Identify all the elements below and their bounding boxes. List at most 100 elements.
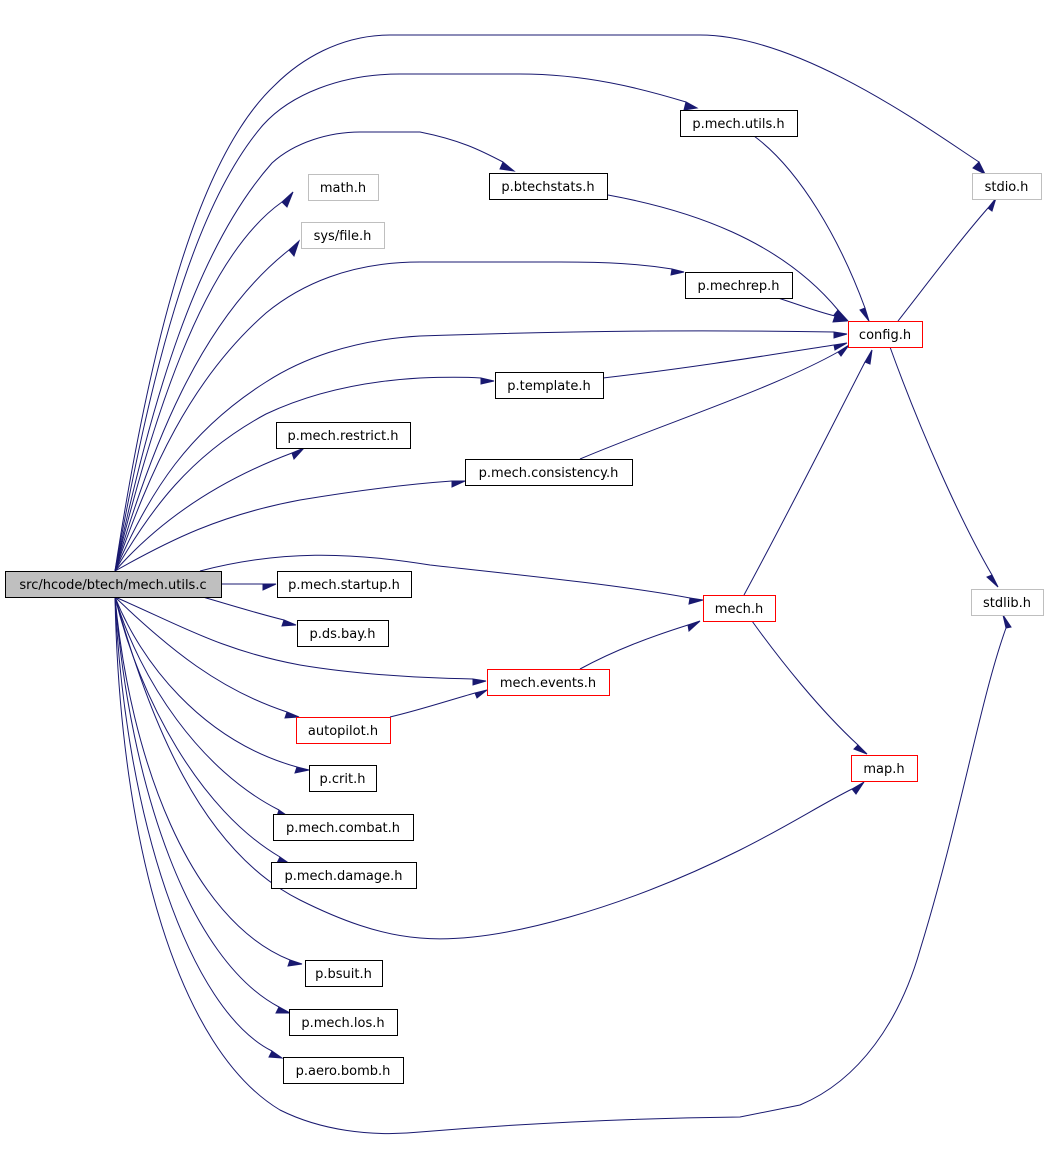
node-label: stdio.h: [985, 180, 1029, 195]
edge-root-to-mevents: [114, 596, 487, 686]
arrowhead-icon: [986, 574, 999, 588]
edge-line: [607, 194, 839, 311]
node-box: [848, 321, 923, 348]
node-box: [271, 862, 417, 889]
node-label: p.crit.h: [320, 772, 366, 787]
edge-mech-to-config: [743, 349, 873, 596]
edge-root-to-putils: [114, 73, 699, 572]
edge-line: [202, 596, 285, 621]
node-box: [703, 595, 776, 622]
node-pstartup[interactable]: p.mech.startup.h: [277, 571, 412, 598]
node-label: config.h: [859, 328, 911, 343]
node-label: map.h: [863, 762, 904, 777]
node-paero[interactable]: p.aero.bomb.h: [283, 1057, 404, 1084]
edge-line: [743, 361, 866, 596]
arrowhead-icon: [275, 1006, 291, 1014]
arrowhead-icon: [1002, 614, 1012, 629]
node-math[interactable]: math.h: [308, 174, 379, 201]
edge-line: [114, 73, 687, 572]
node-label: p.ds.bay.h: [310, 627, 376, 642]
node-ptemplate[interactable]: p.template.h: [495, 372, 604, 399]
arrowhead-icon: [688, 597, 704, 605]
node-label: mech.events.h: [500, 676, 596, 691]
node-label: p.mech.los.h: [301, 1016, 384, 1031]
arrowhead-icon: [864, 349, 873, 365]
arrowhead-icon: [687, 620, 701, 632]
node-pdamage[interactable]: p.mech.damage.h: [271, 862, 417, 889]
edge-line: [777, 297, 836, 317]
node-plos[interactable]: p.mech.los.h: [289, 1009, 398, 1036]
node-pcombat[interactable]: p.mech.combat.h: [273, 814, 414, 841]
edge-config-to-stdio: [897, 197, 997, 322]
edge-line: [114, 201, 283, 572]
node-box: [273, 814, 414, 841]
edge-line: [579, 351, 839, 460]
node-label: p.mech.combat.h: [286, 821, 400, 836]
node-box: [489, 173, 608, 200]
node-prestrict[interactable]: p.mech.restrict.h: [276, 422, 411, 449]
node-label: sys/file.h: [314, 229, 372, 244]
arrowhead-icon: [851, 781, 865, 795]
edge-root-to-pmechrep: [114, 261, 685, 572]
node-mech[interactable]: mech.h: [703, 595, 776, 622]
node-box: [971, 589, 1044, 616]
node-label: p.mech.damage.h: [284, 869, 402, 884]
edge-root-to-pbtech: [114, 131, 516, 572]
node-box: [685, 272, 793, 299]
node-autopilot[interactable]: autopilot.h: [296, 717, 391, 744]
arrowhead-icon: [683, 101, 699, 111]
node-box: [296, 717, 391, 744]
arrowhead-icon: [288, 239, 301, 258]
arrowhead-icon: [287, 959, 303, 967]
node-config[interactable]: config.h: [848, 321, 923, 348]
node-sysfile[interactable]: sys/file.h: [301, 222, 385, 249]
edge-line: [114, 330, 835, 572]
arrowhead-icon: [670, 268, 685, 276]
edge-line: [114, 596, 288, 713]
node-mevents[interactable]: mech.events.h: [487, 669, 610, 696]
node-pmechrep[interactable]: p.mechrep.h: [685, 272, 793, 299]
edge-root-to-map: [114, 596, 865, 940]
edge-root-to-pbsuit: [114, 596, 303, 967]
edge-root-to-autopilot: [114, 596, 300, 719]
arrowhead-icon: [284, 711, 300, 719]
edge-mevents-to-mech: [579, 620, 701, 670]
node-box: [305, 960, 383, 987]
edges-layer: [114, 34, 1012, 1135]
node-stdio[interactable]: stdio.h: [972, 173, 1042, 200]
node-pbtech[interactable]: p.btechstats.h: [489, 173, 608, 200]
arrowhead-icon: [268, 1050, 284, 1059]
edge-line: [114, 596, 1007, 1135]
node-map[interactable]: map.h: [851, 755, 918, 782]
node-label: mech.h: [715, 602, 763, 617]
node-pdsbay[interactable]: p.ds.bay.h: [297, 620, 389, 647]
node-box: [297, 620, 389, 647]
edge-root-to-pdamage: [114, 596, 292, 865]
edge-line: [753, 135, 866, 309]
edge-root-to-math: [114, 191, 294, 572]
edge-root-to-stdlib: [114, 596, 1012, 1135]
edge-root-to-sysfile: [114, 239, 301, 572]
node-box: [680, 110, 798, 137]
arrowhead-icon: [262, 583, 277, 591]
edge-line: [114, 376, 482, 572]
arrowhead-icon: [832, 315, 848, 323]
node-pcrit[interactable]: p.crit.h: [309, 765, 377, 792]
node-box: [308, 174, 379, 201]
node-label: p.aero.bomb.h: [296, 1064, 391, 1079]
edge-pconsist-to-config: [579, 344, 850, 460]
node-putils[interactable]: p.mech.utils.h: [680, 110, 798, 137]
node-box: [5, 571, 222, 598]
node-label: p.mech.utils.h: [692, 117, 784, 132]
node-stdlib[interactable]: stdlib.h: [971, 589, 1044, 616]
node-pbsuit[interactable]: p.bsuit.h: [305, 960, 383, 987]
node-pconsist[interactable]: p.mech.consistency.h: [465, 459, 633, 486]
node-label: p.bsuit.h: [315, 967, 372, 982]
arrowhead-icon: [972, 161, 987, 176]
edge-line: [114, 596, 280, 811]
edge-line: [114, 596, 298, 768]
edge-line: [114, 596, 291, 961]
node-box: [487, 669, 610, 696]
node-label: stdlib.h: [983, 596, 1031, 611]
